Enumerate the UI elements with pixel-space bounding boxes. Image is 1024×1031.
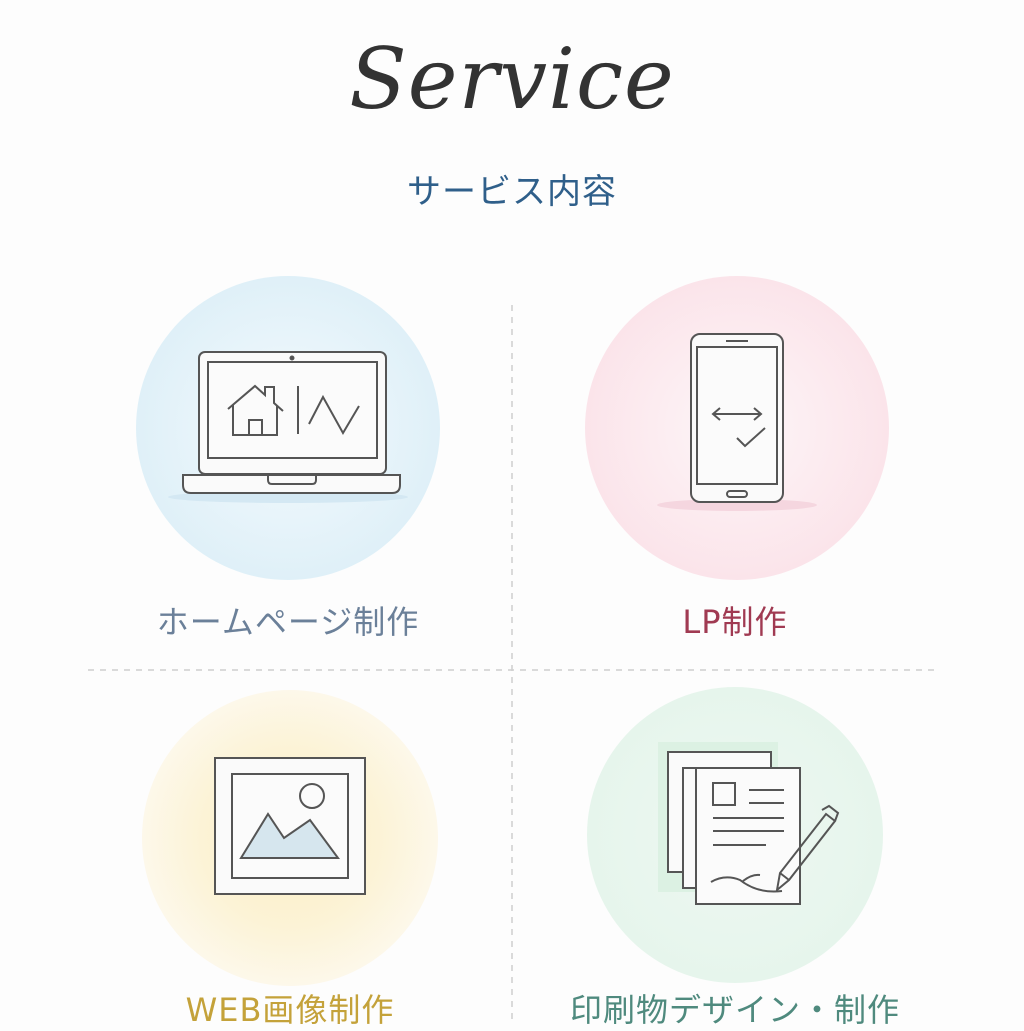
section-title: Service (349, 30, 675, 128)
section-subtitle: サービス内容 (407, 172, 617, 212)
service-label-web-image[interactable]: WEB画像制作 (185, 991, 395, 1029)
service-label-homepage[interactable]: ホームページ制作 (156, 603, 420, 641)
laptop-icon (136, 276, 440, 580)
image-frame-icon (142, 690, 438, 986)
service-label-lp[interactable]: LP制作 (682, 603, 788, 641)
smartphone-icon (585, 276, 889, 580)
service-label-print-design[interactable]: 印刷物デザイン・制作 (569, 991, 900, 1029)
documents-pen-icon (587, 687, 883, 983)
